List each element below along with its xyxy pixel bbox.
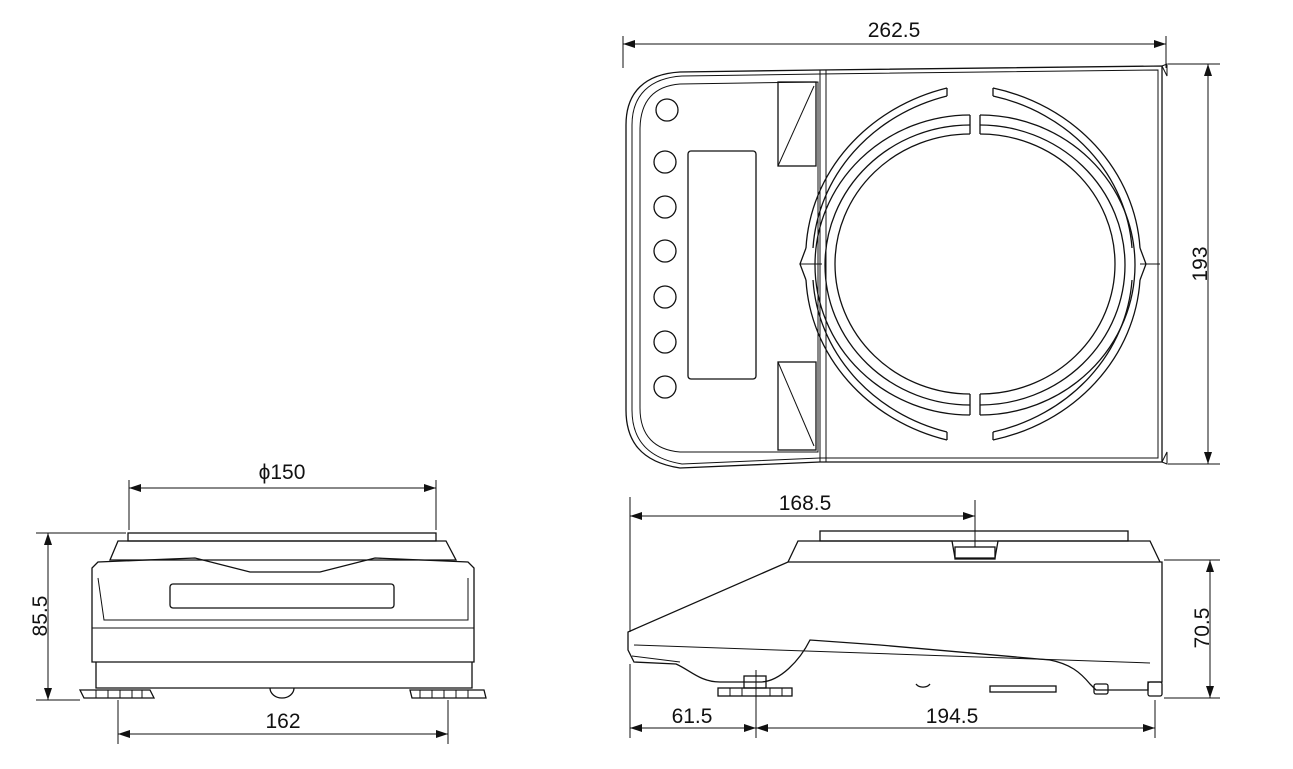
key-button-4 (653, 239, 677, 263)
key-button-3 (653, 195, 677, 219)
front-pan (127, 532, 437, 542)
front-feet-span-label: 162 (265, 710, 300, 733)
front-height-label: 85.5 (29, 596, 52, 637)
dim-top-depth: 193 (1168, 63, 1220, 465)
front-display (169, 583, 395, 609)
level-window-top (777, 81, 817, 167)
side-view (627, 530, 1163, 700)
dim-side-front-to-foot: 61.5 (629, 664, 757, 738)
dim-pan-diameter: ϕ150 (128, 461, 437, 530)
side-foot (717, 687, 793, 697)
key-button-5 (653, 285, 677, 309)
dim-side-foot-to-rear: 194.5 (756, 700, 1156, 738)
level-window-bottom (777, 361, 817, 451)
top-depth-label: 193 (1189, 246, 1212, 281)
breeze-ring (799, 87, 1147, 441)
display-window (687, 150, 757, 380)
weighing-pan (814, 114, 1136, 416)
side-foot-to-rear-label: 194.5 (926, 705, 979, 728)
front-view (78, 532, 487, 699)
side-front-to-foot-label: 61.5 (672, 705, 713, 728)
key-button-2 (653, 150, 677, 174)
dim-top-width: 262.5 (622, 19, 1167, 68)
top-view (625, 63, 1168, 469)
side-pan (819, 530, 1129, 542)
key-button-6 (653, 330, 677, 354)
key-button-7 (653, 375, 677, 399)
side-height-label: 70.5 (1191, 608, 1214, 649)
dim-side-pan-center: 168.5 (629, 492, 976, 632)
key-button-1 (655, 98, 679, 122)
side-pan-center-label: 168.5 (779, 492, 832, 515)
dim-front-height: 85.5 (29, 532, 126, 701)
pan-diameter-label: ϕ150 (259, 461, 306, 484)
top-width-label: 262.5 (868, 19, 921, 42)
dim-side-height: 70.5 (1164, 559, 1220, 699)
dim-front-feet-span: 162 (117, 700, 449, 744)
